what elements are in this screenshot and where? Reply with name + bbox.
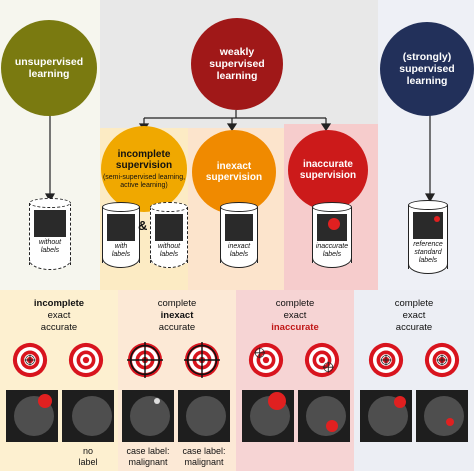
mammogram-image	[178, 390, 230, 442]
mammogram-thumbnail	[34, 210, 66, 237]
with-labels-label: with labels	[111, 243, 131, 259]
unsupervised-learning-label: unsupervised learning	[14, 55, 84, 80]
property-accurate: accurate	[395, 321, 433, 333]
properties-col4: complete exact accurate	[354, 298, 474, 334]
incomplete-supervision-sub: (semi-supervised learning, active learni…	[102, 173, 186, 189]
mammogram-image	[242, 390, 294, 442]
mammogram-thumbnail	[107, 214, 135, 241]
no-label-text: no label	[78, 446, 98, 467]
case-label-text: case label: malignant	[182, 446, 226, 467]
mammogram-thumbnail	[225, 214, 253, 241]
without-labels-label: without labels	[157, 243, 181, 259]
dataset-inexact-labels: inexact labels	[220, 202, 258, 268]
inexact-labels-label: inexact labels	[227, 243, 251, 259]
incomplete-supervision-circle: incomplete supervision (semi-supervised …	[101, 126, 187, 212]
property-accurate: accurate	[40, 321, 78, 333]
dataset-reference-labels: reference standard labels	[408, 200, 448, 274]
offcenter-target-icon	[304, 342, 340, 378]
without-labels-label: without labels	[38, 239, 62, 255]
case-label-text: case label: malignant	[126, 446, 170, 467]
property-complete: complete	[275, 298, 315, 309]
reference-labels-label: reference standard labels	[413, 241, 443, 265]
mammogram-image	[416, 390, 468, 442]
property-incomplete: incomplete	[33, 298, 85, 309]
target-icon	[12, 342, 48, 378]
property-complete: complete	[157, 298, 197, 309]
strongly-supervised-learning-circle: (strongly) supervised learning	[380, 22, 474, 116]
strongly-supervised-learning-label: (strongly) supervised learning	[399, 50, 455, 88]
property-exact: exact	[402, 309, 426, 321]
ampersand-text: &	[138, 218, 148, 233]
dataset-without-labels-unsupervised: without labels	[29, 198, 71, 270]
unsupervised-learning-circle: unsupervised learning	[1, 20, 97, 116]
property-inexact: inexact	[160, 309, 194, 321]
crosshair-target-icon	[184, 342, 220, 378]
properties-col1: incomplete exact accurate	[0, 298, 118, 334]
property-inaccurate: inaccurate	[271, 321, 319, 333]
dataset-inaccurate-labels: inaccurate labels	[312, 202, 352, 268]
property-complete: complete	[394, 298, 434, 309]
mammogram-image	[360, 390, 412, 442]
target-icon	[424, 342, 460, 378]
mammogram-image	[298, 390, 350, 442]
properties-col2: complete inexact accurate	[118, 298, 236, 334]
property-accurate: accurate	[158, 321, 196, 333]
property-exact: exact	[283, 309, 307, 321]
properties-col3: complete exact inaccurate	[236, 298, 354, 334]
target-icon	[68, 342, 104, 378]
mammogram-thumbnail	[155, 214, 183, 241]
mammogram-image	[122, 390, 174, 442]
offcenter-target-icon	[248, 342, 284, 378]
property-exact: exact	[47, 309, 71, 321]
mammogram-image	[6, 390, 58, 442]
weakly-supervised-learning-label: weakly supervised learning	[209, 45, 265, 83]
inexact-supervision-label: inexact supervision	[205, 160, 263, 184]
mammogram-image	[62, 390, 114, 442]
crosshair-target-icon	[127, 342, 163, 378]
inaccurate-supervision-circle: inaccurate supervision	[288, 130, 368, 210]
reference-marker	[434, 216, 440, 222]
target-icon	[368, 342, 404, 378]
dataset-with-labels: with labels	[102, 202, 140, 268]
inaccurate-labels-label: inaccurate labels	[315, 243, 349, 259]
incomplete-supervision-label: incomplete supervision	[115, 148, 173, 172]
inaccurate-marker	[328, 218, 340, 230]
inexact-supervision-circle: inexact supervision	[192, 130, 276, 214]
inaccurate-supervision-label: inaccurate supervision	[299, 158, 357, 182]
weakly-supervised-learning-circle: weakly supervised learning	[191, 18, 283, 110]
dataset-without-labels-incomplete: without labels	[150, 202, 188, 268]
